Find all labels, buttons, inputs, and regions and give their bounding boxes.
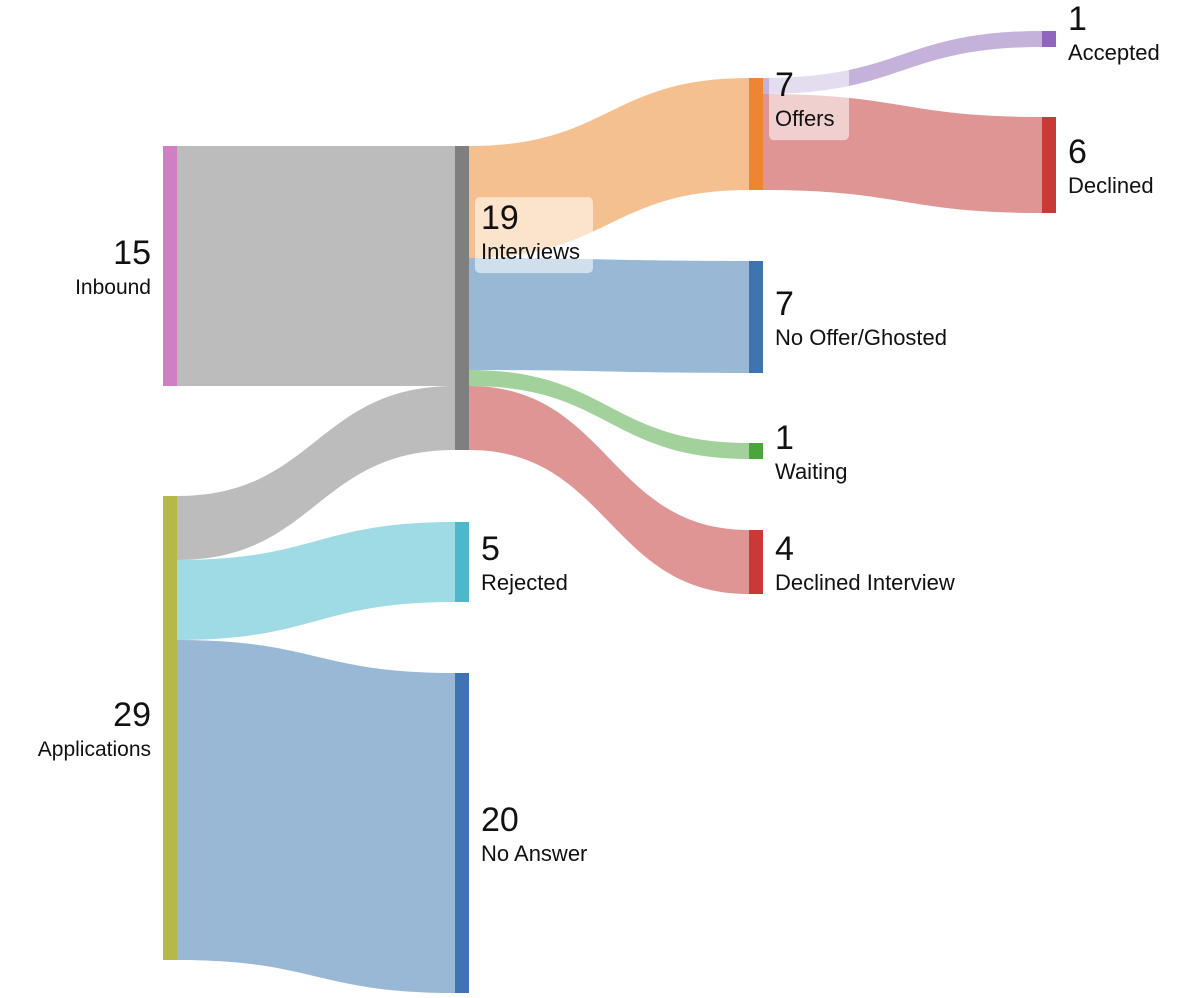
node-no_offer (749, 261, 763, 373)
node-accepted (1042, 31, 1056, 47)
node-inbound (163, 146, 177, 386)
link-inbound-to-interviews (177, 146, 455, 386)
name-no_offer: No Offer/Ghosted (775, 325, 947, 350)
name-rejected: Rejected (481, 570, 568, 595)
value-offers: 7 (775, 66, 794, 104)
link-applications-to-no_answer (177, 640, 455, 993)
name-accepted: Accepted (1068, 40, 1160, 65)
node-waiting (749, 443, 763, 459)
node-rejected (455, 522, 469, 602)
name-interviews: Interviews (481, 239, 580, 264)
node-declined (1042, 117, 1056, 213)
name-waiting: Waiting (775, 459, 848, 484)
node-offers (749, 78, 763, 190)
link-applications-to-rejected (177, 522, 455, 640)
link-interviews-to-no_offer (469, 258, 749, 373)
name-applications: Applications (38, 738, 151, 761)
value-declined: 6 (1068, 133, 1087, 171)
name-declined_interview: Declined Interview (775, 570, 955, 595)
value-no_answer: 20 (481, 801, 519, 839)
label-no_offer: 7No Offer/Ghosted (775, 285, 947, 350)
value-no_offer: 7 (775, 285, 794, 323)
name-declined: Declined (1068, 173, 1154, 198)
sankey-nodes (163, 31, 1056, 993)
name-offers: Offers (775, 106, 835, 131)
value-applications: 29 (113, 696, 151, 734)
label-backdrop-interviews (475, 197, 593, 274)
value-rejected: 5 (481, 530, 500, 568)
sankey-labels: 15Inbound29Applications19Interviews5Reje… (38, 0, 1160, 866)
node-applications (163, 496, 177, 960)
sankey-links (177, 31, 1042, 993)
value-waiting: 1 (775, 419, 794, 457)
node-no_answer (455, 673, 469, 993)
link-applications-to-interviews (177, 386, 455, 560)
name-no_answer: No Answer (481, 841, 587, 866)
label-backdrop-offers (769, 64, 849, 141)
node-declined_interview (749, 530, 763, 594)
value-declined_interview: 4 (775, 530, 794, 568)
value-accepted: 1 (1068, 0, 1087, 38)
link-interviews-to-declined_interview (469, 386, 749, 594)
value-interviews: 19 (481, 199, 519, 237)
link-interviews-to-waiting (469, 370, 749, 459)
node-interviews (455, 146, 469, 450)
name-inbound: Inbound (75, 276, 151, 299)
value-inbound: 15 (113, 234, 151, 272)
